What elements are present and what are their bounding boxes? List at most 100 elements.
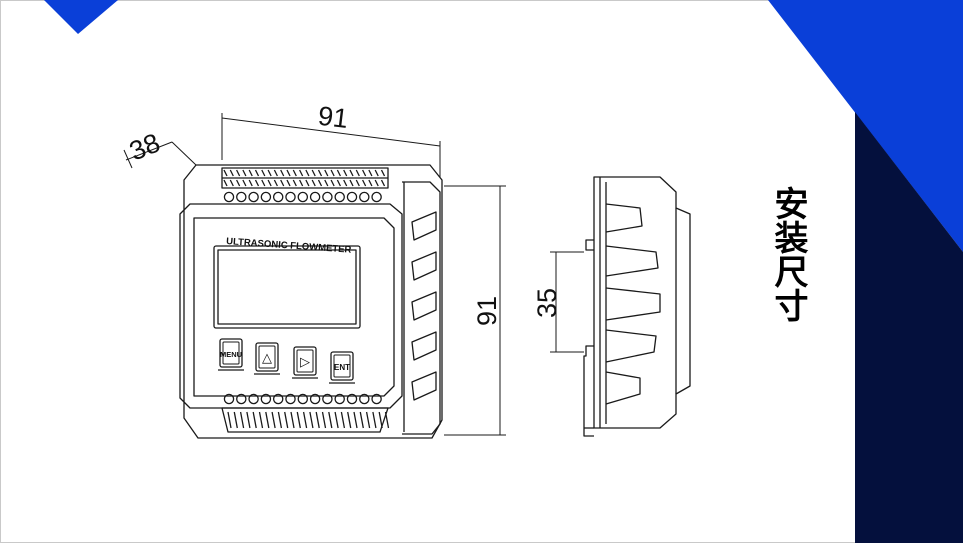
top-terminal-tooth bbox=[254, 169, 260, 177]
front-view bbox=[179, 164, 443, 439]
top-terminal-tooth bbox=[267, 169, 272, 177]
top-terminal-tooth bbox=[343, 179, 348, 187]
top-terminal-tooth bbox=[292, 169, 297, 177]
top-terminal-tooth bbox=[254, 179, 260, 187]
top-terminal-tooth bbox=[343, 169, 348, 177]
bottom-terminal-tooth bbox=[340, 411, 346, 429]
top-terminal-tooth bbox=[223, 169, 228, 177]
menu-button-shape bbox=[219, 338, 243, 368]
top-terminal-tooth bbox=[292, 179, 297, 187]
bottom-terminal-tooth bbox=[302, 411, 308, 429]
top-terminal-tooth bbox=[242, 179, 247, 187]
bottom-terminal-tooth bbox=[353, 411, 358, 429]
top-terminal-tooth bbox=[317, 169, 323, 177]
bottom-terminal-hole bbox=[236, 393, 247, 405]
top-terminal-hole bbox=[236, 191, 247, 203]
top-terminal-tooth bbox=[355, 179, 360, 187]
bottom-terminal-hole bbox=[285, 393, 296, 405]
menu-button-label: MENU bbox=[220, 350, 242, 359]
bottom-terminal-hole bbox=[334, 393, 345, 405]
top-terminal-hole bbox=[223, 191, 235, 203]
top-terminal-tooth bbox=[374, 179, 379, 187]
side-view bbox=[583, 176, 691, 437]
device-label: ULTRASONIC FLOWMETER bbox=[226, 236, 352, 256]
top-terminal-tooth bbox=[349, 179, 354, 187]
top-terminal-tooth bbox=[280, 169, 285, 177]
top-terminal-hole bbox=[272, 191, 284, 203]
top-terminal-tooth bbox=[349, 169, 354, 177]
top-terminal-hole bbox=[285, 191, 296, 203]
top-terminal-tooth bbox=[324, 169, 329, 177]
top-terminal-tooth bbox=[299, 169, 304, 177]
bottom-terminal-tooth bbox=[309, 411, 314, 429]
din-clip-top bbox=[585, 239, 594, 251]
bottom-terminal-hole bbox=[359, 393, 370, 405]
top-terminal-holes bbox=[223, 191, 382, 203]
top-terminal-tooth bbox=[229, 179, 234, 187]
top-terminal-tooth bbox=[267, 179, 272, 187]
top-terminal-tooth bbox=[242, 169, 247, 177]
bottom-terminal-tooth bbox=[239, 411, 245, 429]
top-terminal-hole bbox=[359, 191, 370, 203]
height-dimension-label: 91 bbox=[472, 296, 502, 326]
right-button-label: ▷ bbox=[300, 355, 310, 370]
top-terminal-tooth bbox=[261, 169, 266, 177]
ent-button-shape bbox=[330, 351, 354, 381]
top-terminal-tooth bbox=[368, 169, 373, 177]
front-right-side bbox=[402, 181, 441, 435]
top-terminal-tooth bbox=[236, 169, 241, 177]
bottom-terminal-teeth bbox=[227, 411, 390, 429]
rail-dimension-label: 35 bbox=[532, 288, 562, 318]
top-terminal-tooth bbox=[299, 179, 304, 187]
top-terminal-hole bbox=[322, 191, 333, 203]
top-terminal-tooth bbox=[368, 179, 373, 187]
bottom-terminal-tooth bbox=[347, 411, 352, 429]
bottom-terminal-tooth bbox=[334, 411, 339, 429]
bottom-terminal-tooth bbox=[315, 411, 320, 429]
top-terminal-tooth bbox=[362, 169, 367, 177]
top-terminal-tooth bbox=[311, 169, 316, 177]
bottom-terminal-hole bbox=[346, 393, 358, 405]
top-left-blue-triangle bbox=[44, 0, 118, 34]
top-terminal-tooth bbox=[330, 169, 335, 177]
bottom-terminal-tooth bbox=[328, 411, 333, 429]
right-navy-panel bbox=[855, 112, 963, 543]
bottom-terminal-hole bbox=[297, 393, 309, 405]
bottom-terminal-hole bbox=[272, 393, 284, 405]
top-terminal-tooth bbox=[261, 179, 266, 187]
top-terminal-tooth bbox=[336, 179, 341, 187]
side-body-outline bbox=[593, 176, 691, 429]
top-terminal-tooth bbox=[286, 179, 291, 187]
depth-dimension-label: 38 bbox=[125, 128, 164, 167]
bottom-terminal-tooth bbox=[252, 411, 257, 429]
bottom-terminal-tooth bbox=[227, 411, 232, 429]
lcd-window bbox=[213, 245, 361, 329]
width-dimension-label: 91 bbox=[316, 101, 349, 134]
top-terminal-hole bbox=[371, 191, 382, 203]
bottom-terminal-hole bbox=[260, 393, 272, 405]
top-terminal-tooth bbox=[229, 169, 234, 177]
top-terminal-tooth bbox=[280, 179, 285, 187]
top-terminal-tooth bbox=[273, 179, 278, 187]
top-terminal-tooth bbox=[248, 179, 253, 187]
top-terminal-hole bbox=[346, 191, 358, 203]
front-dimension-lines bbox=[123, 113, 506, 436]
bottom-terminal-tooth bbox=[384, 411, 390, 429]
up-button-shape bbox=[255, 342, 279, 372]
top-terminal-tooth bbox=[248, 169, 253, 177]
top-terminal-tooth bbox=[305, 169, 310, 177]
top-terminal-tooth bbox=[223, 179, 228, 187]
bottom-terminal-hole bbox=[371, 393, 382, 405]
top-terminal-hole bbox=[297, 191, 309, 203]
side-dimension-lines bbox=[550, 251, 584, 353]
top-terminal-tooth bbox=[362, 179, 367, 187]
bottom-terminal-tooth bbox=[246, 411, 251, 429]
bottom-terminal-tooth bbox=[233, 411, 238, 429]
section-heading: 安装尺寸 bbox=[768, 186, 808, 322]
top-terminal-tooth bbox=[286, 169, 291, 177]
bottom-terminal-tooth bbox=[359, 411, 364, 429]
bottom-terminal-hole bbox=[309, 393, 321, 405]
bottom-terminal-tooth bbox=[365, 411, 371, 429]
bottom-terminal-tooth bbox=[378, 411, 383, 429]
